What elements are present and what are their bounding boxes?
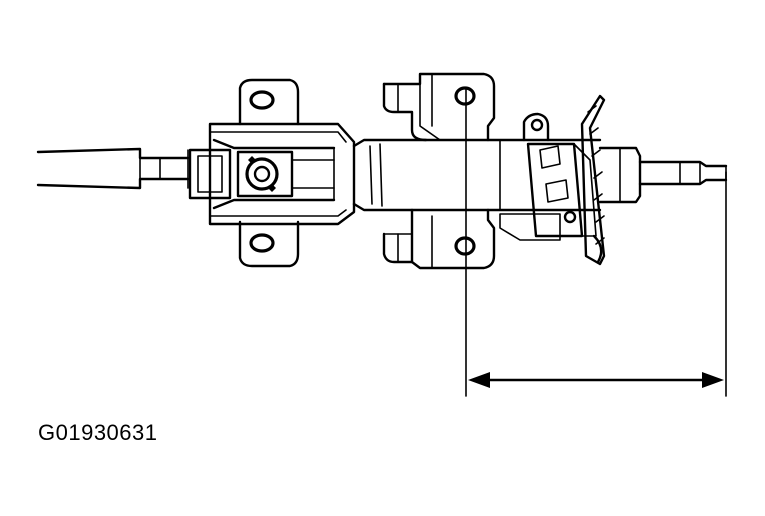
length-dimension (465, 87, 727, 397)
column-shroud-flange (580, 94, 606, 266)
left-lower-mounting-bracket (238, 220, 300, 268)
input-shaft (36, 147, 190, 190)
center-lower-mounting-bracket (382, 208, 496, 270)
center-upper-mounting-bracket (382, 72, 496, 142)
universal-joint-housing (188, 122, 356, 226)
figure-code-label: G01930631 (38, 420, 158, 445)
column-tube (352, 138, 602, 212)
output-shaft (598, 146, 728, 204)
left-upper-mounting-bracket (238, 78, 300, 126)
